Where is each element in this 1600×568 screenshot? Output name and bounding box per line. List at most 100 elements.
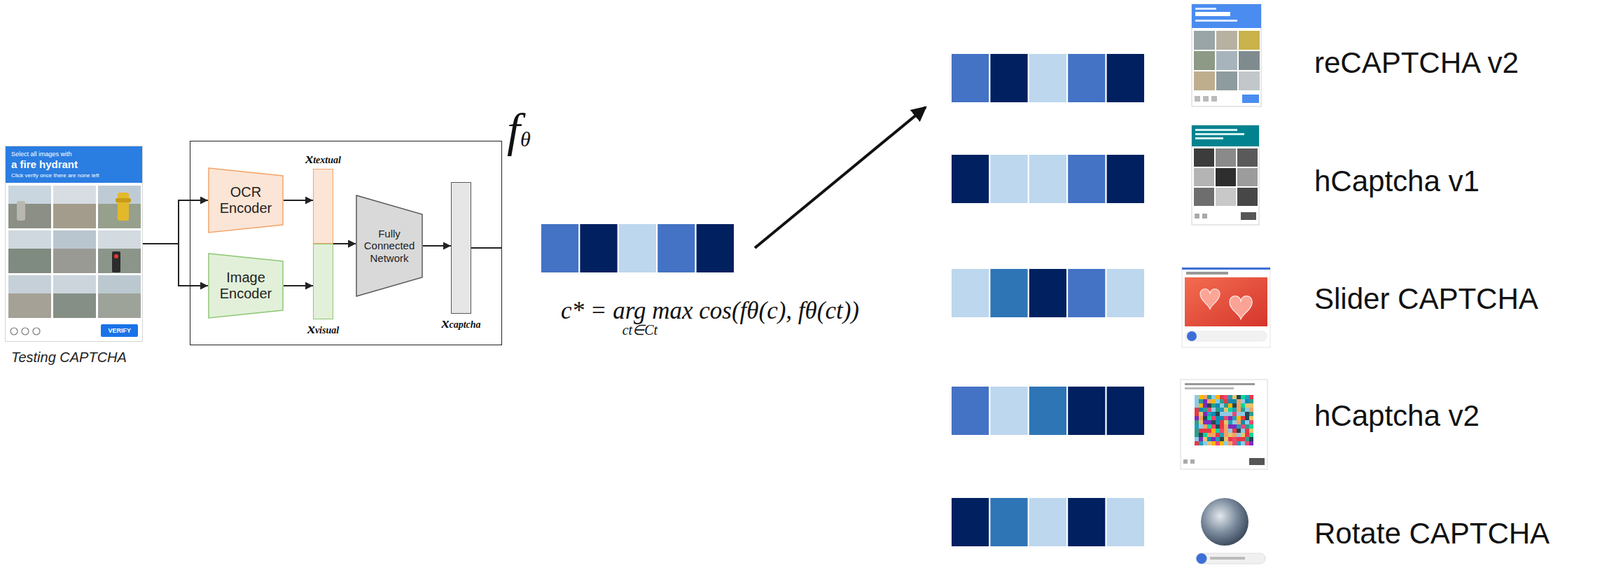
embedding-label: xvisual bbox=[307, 320, 339, 337]
mosaic-pixel bbox=[1215, 424, 1220, 429]
image-tile bbox=[98, 230, 141, 274]
mosaic-pixel bbox=[1240, 407, 1245, 412]
encoder-label: Image Encoder bbox=[214, 269, 278, 302]
image-tile bbox=[1237, 148, 1258, 167]
mosaic-pixel bbox=[1244, 432, 1250, 437]
fire-hydrant bbox=[115, 198, 131, 203]
vector-cell bbox=[618, 223, 657, 274]
image-tile bbox=[1216, 71, 1238, 91]
mosaic-pixel bbox=[1202, 399, 1208, 404]
mosaic-pixel bbox=[1207, 407, 1212, 412]
mosaic-pixel bbox=[1249, 407, 1254, 412]
thumbnail-frame bbox=[1180, 379, 1268, 470]
image-tile bbox=[98, 185, 141, 229]
verify-button: VERIFY bbox=[100, 324, 138, 337]
mosaic-pixel bbox=[1211, 436, 1216, 442]
encoder-block: OCR Encoder bbox=[207, 167, 284, 234]
captcha-header bbox=[5, 146, 143, 183]
header-part bbox=[1191, 4, 1262, 29]
mosaic-pixel bbox=[1223, 436, 1229, 442]
mosaic-pixel bbox=[1207, 428, 1212, 433]
mosaic-pixel bbox=[1232, 432, 1237, 437]
mosaic-pixel bbox=[1223, 394, 1229, 400]
mosaic-pixel bbox=[1228, 432, 1233, 437]
instruction-line: Click verify once there are none left bbox=[11, 172, 99, 179]
image-tile bbox=[8, 185, 52, 229]
fully-connected-block: Fully Connected Network bbox=[355, 194, 423, 297]
prompt-line: Select all images with bbox=[11, 150, 73, 158]
embedding-vector bbox=[950, 53, 1145, 103]
connector bbox=[422, 245, 451, 247]
tile-ground bbox=[98, 248, 141, 274]
vector-cell bbox=[950, 497, 990, 547]
mosaic-pixel bbox=[1194, 415, 1199, 421]
connector bbox=[333, 242, 356, 245]
embedding-vector bbox=[950, 497, 1145, 547]
footer-part bbox=[1240, 212, 1257, 220]
mosaic-pixel bbox=[1249, 432, 1254, 437]
image-tile bbox=[1215, 148, 1236, 167]
mosaic-pixel bbox=[1232, 428, 1237, 433]
mosaic-pixel bbox=[1219, 441, 1224, 446]
image-tile bbox=[98, 275, 141, 318]
mosaic-pixel bbox=[1215, 432, 1220, 437]
footer-icon bbox=[21, 327, 29, 335]
mosaic-pixel bbox=[1228, 441, 1233, 446]
embedding-vector bbox=[950, 154, 1145, 204]
header-part bbox=[1184, 383, 1255, 386]
connector bbox=[142, 243, 208, 286]
tile-ground bbox=[53, 203, 96, 229]
mosaic-pixel bbox=[1219, 407, 1224, 412]
encoder-label: OCR Encoder bbox=[214, 184, 278, 217]
mosaic-pixel bbox=[1211, 424, 1216, 429]
tile-ground bbox=[53, 293, 96, 318]
mosaic-pixel bbox=[1198, 428, 1203, 433]
mosaic-pixel bbox=[1228, 436, 1233, 442]
captcha-thumbnail bbox=[1195, 497, 1266, 564]
mosaic-pixel bbox=[1202, 441, 1208, 446]
mosaic-pixel bbox=[1198, 424, 1203, 429]
mosaic-pixel bbox=[1194, 428, 1199, 433]
header-part bbox=[1191, 125, 1259, 147]
mosaic-pixel bbox=[1215, 407, 1220, 412]
mosaic-pixel bbox=[1236, 420, 1241, 425]
mosaic-pixel bbox=[1244, 415, 1250, 421]
mosaic-pixel bbox=[1228, 424, 1233, 429]
mosaic-pixel bbox=[1223, 428, 1229, 433]
mosaic-pixel bbox=[1232, 441, 1237, 446]
mosaic-pixel bbox=[1211, 403, 1216, 408]
mosaic-pixel bbox=[1215, 415, 1220, 421]
mosaic-pixel bbox=[1211, 428, 1216, 433]
figure-caption: Testing CAPTCHA bbox=[11, 349, 127, 366]
footer-icon bbox=[32, 327, 40, 335]
mosaic-pixel bbox=[1223, 411, 1229, 416]
mosaic-pixel bbox=[1228, 415, 1233, 421]
mosaic-pixel bbox=[1215, 441, 1220, 446]
footer-part bbox=[1190, 459, 1195, 464]
mosaic-pixel bbox=[1249, 441, 1254, 446]
mosaic-pixel bbox=[1219, 394, 1224, 400]
mosaic-pixel bbox=[1207, 403, 1212, 408]
thumbnail-frame bbox=[1191, 4, 1262, 107]
slider-knob bbox=[1196, 553, 1208, 564]
image-tile bbox=[1237, 168, 1258, 187]
mosaic-pixel bbox=[1249, 436, 1254, 442]
mosaic-pixel bbox=[1232, 394, 1237, 400]
traffic-light bbox=[112, 251, 121, 273]
captcha-type-label: reCAPTCHA v2 bbox=[1314, 46, 1519, 80]
mosaic-pixel bbox=[1211, 441, 1216, 446]
fire-hydrant bbox=[16, 200, 26, 221]
mosaic-pixel bbox=[1249, 394, 1254, 400]
puzzle-image bbox=[1184, 277, 1268, 327]
mosaic-pixel bbox=[1198, 432, 1203, 437]
vector-cell bbox=[1106, 385, 1145, 436]
vector-cell bbox=[989, 385, 1028, 436]
footer-icon bbox=[10, 327, 18, 335]
mosaic-pixel bbox=[1232, 407, 1237, 412]
mosaic-pixel bbox=[1236, 407, 1241, 412]
mosaic-pixel bbox=[1244, 420, 1250, 425]
mosaic-pixel bbox=[1236, 399, 1241, 404]
mosaic-pixel bbox=[1194, 394, 1199, 400]
mosaic-pixel bbox=[1232, 424, 1237, 429]
